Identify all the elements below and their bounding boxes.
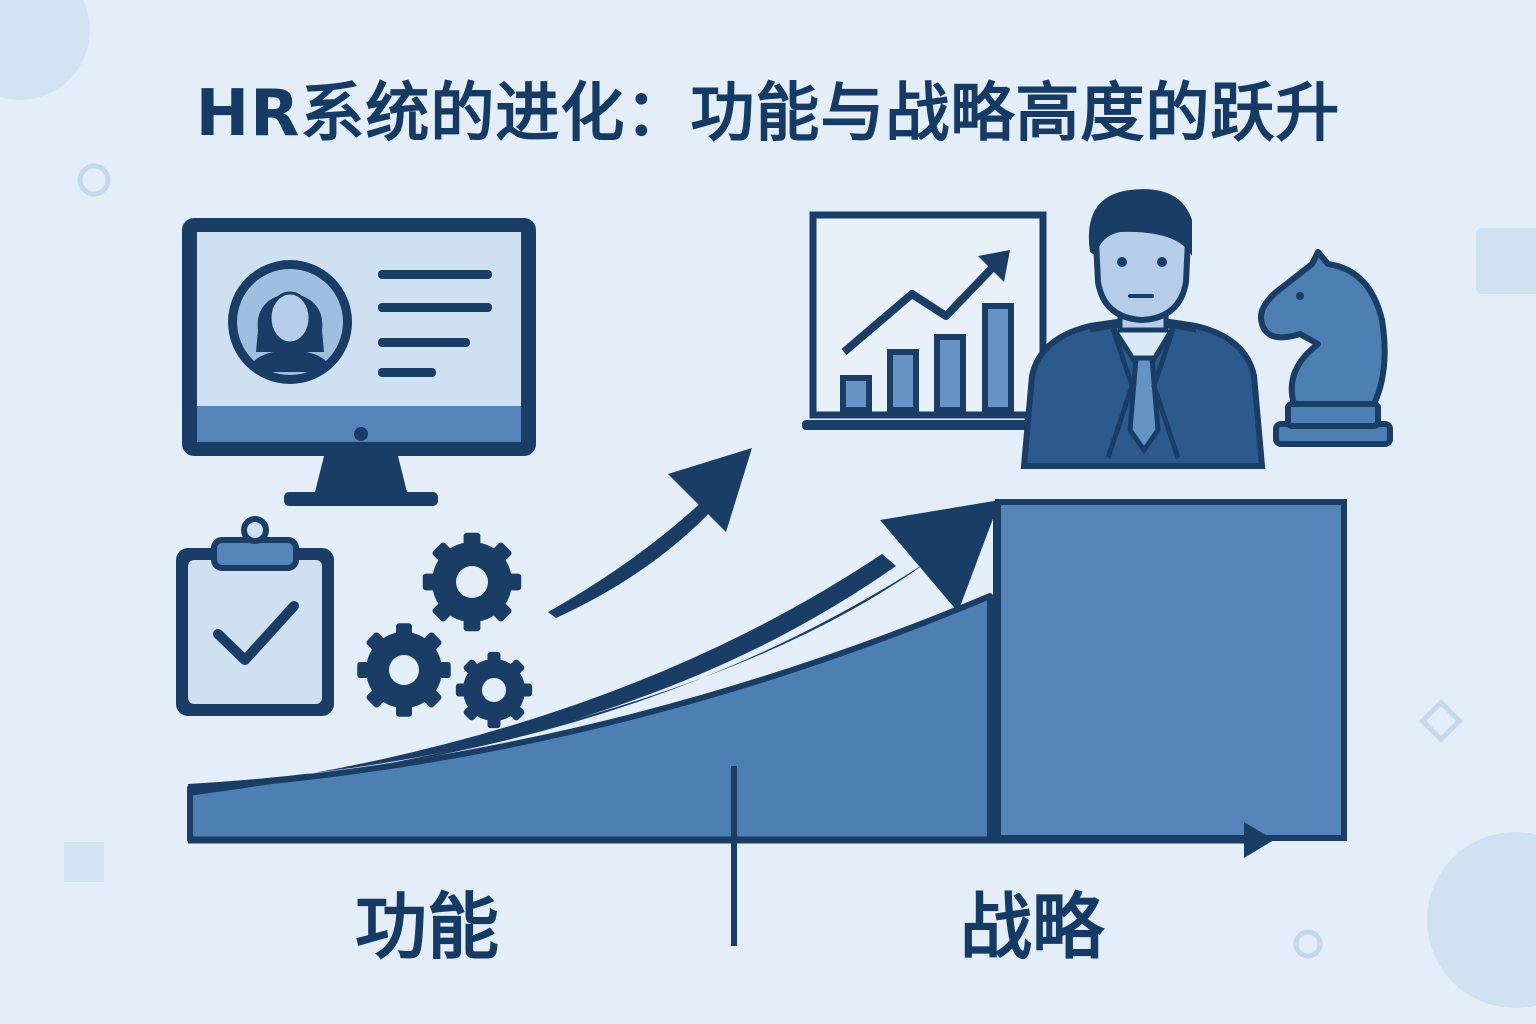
gear-hole [389, 655, 419, 685]
function-stage-label: 功能 [355, 885, 500, 969]
small-growth-arrow-icon [548, 448, 752, 618]
strategy-stage-label: 战略 [960, 885, 1105, 969]
strategy-block [995, 499, 1347, 841]
evolution-chart [187, 499, 1347, 946]
businessman-icon [1020, 189, 1266, 469]
bar-chart-board-icon [802, 211, 1054, 430]
chess-knight-icon [1258, 249, 1393, 447]
gears-icon [357, 532, 533, 729]
gear-hole [456, 566, 488, 598]
page-title: HR系统的进化：功能与战略高度的跃升 [195, 77, 1341, 151]
monitor-profile-icon [182, 218, 536, 506]
deco-corner-circle-tl [0, 0, 90, 100]
deco-square-left [64, 842, 104, 882]
deco-diamond-right [1419, 699, 1463, 743]
gear-hole [482, 678, 506, 702]
gear-large-icon [422, 532, 522, 632]
x-axis-arrowhead [1244, 822, 1274, 858]
deco-ring-left [77, 163, 111, 197]
gear-medium-icon [357, 623, 451, 717]
deco-square-right [1476, 228, 1536, 294]
deco-corner-circle-br [1427, 832, 1536, 1008]
clipboard-check-icon [176, 516, 334, 716]
gear-small-icon [455, 651, 533, 729]
deco-ring-bottom [1293, 929, 1323, 959]
growth-arrowhead [880, 500, 1000, 612]
